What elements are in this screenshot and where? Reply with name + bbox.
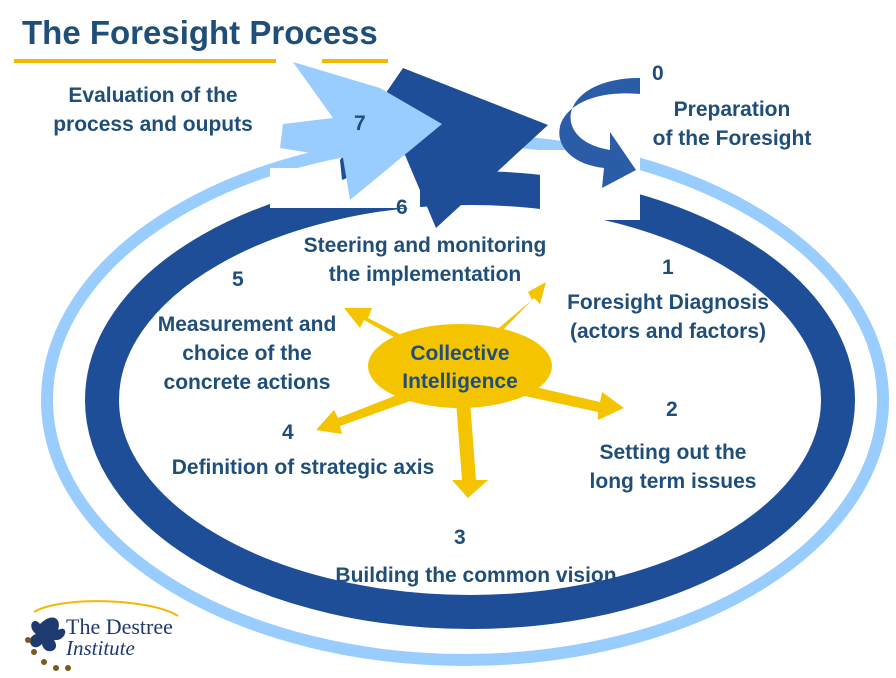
title-underline-left [14, 59, 276, 63]
step-2-number: 2 [666, 398, 678, 421]
title-underline-right [322, 59, 388, 63]
step-3-label: Building the common vision [335, 564, 617, 587]
step-6-number: 6 [396, 196, 408, 219]
preparation-hook-arrow [559, 78, 640, 188]
step-1-number: 1 [662, 256, 674, 279]
page-title: The Foresight Process [22, 14, 378, 51]
collective-intelligence-star [316, 282, 624, 498]
destree-logo-mark [25, 600, 179, 671]
step-7-number: 7 [354, 112, 366, 135]
logo-subtitle: Institute [66, 636, 135, 660]
step-4-number: 4 [282, 421, 294, 444]
step-4-label: Definition of strategic axis [171, 456, 435, 479]
step-3-number: 3 [454, 526, 466, 549]
step-5-number: 5 [232, 268, 244, 291]
light-arrow-head [280, 62, 442, 200]
gold-center-ellipse [368, 324, 552, 408]
step-1-label: Foresight Diagnosis(actors and factors) [567, 291, 769, 343]
step-0-number: 0 [652, 62, 664, 85]
logo-name: The Destree [66, 614, 173, 639]
